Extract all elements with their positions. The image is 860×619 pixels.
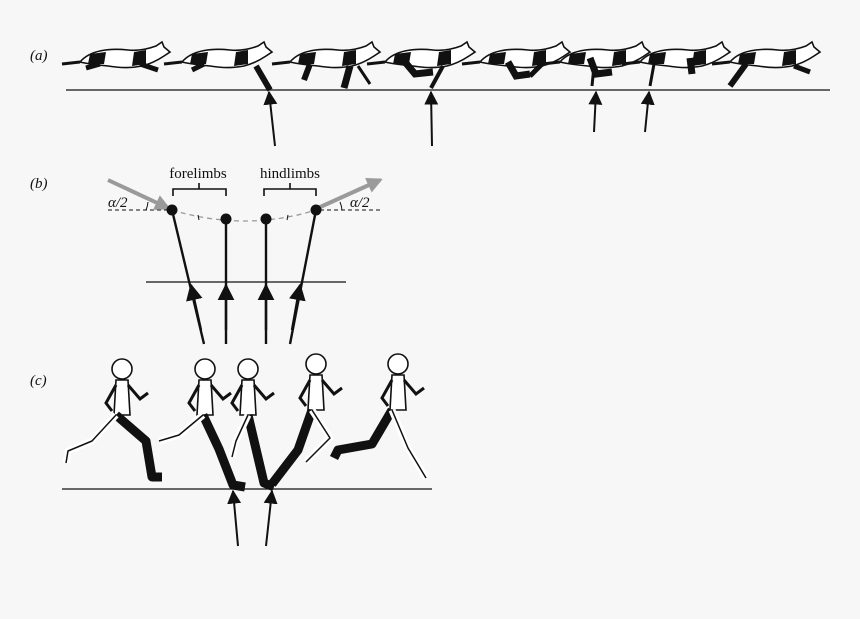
panel-c-label: (c) xyxy=(30,373,47,389)
runner-silhouette xyxy=(157,357,246,492)
forelimbs-label: forelimbs xyxy=(169,166,227,182)
runner-silhouette xyxy=(329,352,430,480)
cheetah-silhouette xyxy=(710,40,822,88)
ground-reaction-force-arrows-a xyxy=(263,90,655,147)
forelimbs-bracket xyxy=(172,183,227,196)
force-arrow xyxy=(289,283,306,331)
incoming-velocity-arrow xyxy=(107,178,171,210)
cheetah-stride-sequence xyxy=(60,40,822,92)
ground-reaction-force-arrows-c xyxy=(227,489,278,547)
hindlimbs-bracket xyxy=(263,183,317,196)
joint-dot xyxy=(260,213,272,225)
cheetah-silhouette xyxy=(60,40,172,73)
panel-b-label: (b) xyxy=(30,176,48,192)
ground-reaction-force-arrows-b xyxy=(186,283,306,331)
com-trajectory xyxy=(171,209,317,222)
force-arrow xyxy=(263,489,278,547)
joint-dot xyxy=(220,213,232,225)
force-arrow xyxy=(227,489,242,547)
angle-label-left: α/2 xyxy=(108,195,128,211)
panel-a: (a) xyxy=(30,40,830,147)
cheetah-silhouette xyxy=(162,40,274,92)
shoulder-hip-joints xyxy=(166,204,322,225)
runner-silhouette xyxy=(268,352,344,487)
force-arrow xyxy=(640,90,655,133)
joint-dot xyxy=(310,204,322,216)
limb-lines xyxy=(170,209,318,345)
right-angle-ticks xyxy=(197,214,289,221)
hindlimbs-label: hindlimbs xyxy=(260,166,320,182)
cheetah-silhouette xyxy=(460,40,572,80)
joint-dot xyxy=(166,204,178,216)
angle-arc-left xyxy=(145,201,149,211)
runner-stride-sequence xyxy=(62,352,430,492)
runner-silhouette xyxy=(228,357,276,492)
cheetah-silhouette xyxy=(620,40,732,87)
cheetah-silhouette xyxy=(540,40,652,87)
force-arrow xyxy=(424,90,439,147)
panel-a-label: (a) xyxy=(30,48,48,64)
outgoing-velocity-arrow xyxy=(317,177,383,210)
cheetah-silhouette xyxy=(365,40,477,89)
cheetah-silhouette xyxy=(270,40,382,89)
force-arrow xyxy=(186,283,203,331)
panel-c: (c) xyxy=(30,352,432,547)
angle-label-right: α/2 xyxy=(350,195,370,211)
force-arrow xyxy=(588,90,603,133)
panel-b: (b) forelimbs hindlimbs α/2 α/2 xyxy=(30,166,383,345)
force-arrow xyxy=(263,90,278,147)
runner-silhouette xyxy=(62,357,162,482)
angle-arc-right xyxy=(339,201,343,211)
